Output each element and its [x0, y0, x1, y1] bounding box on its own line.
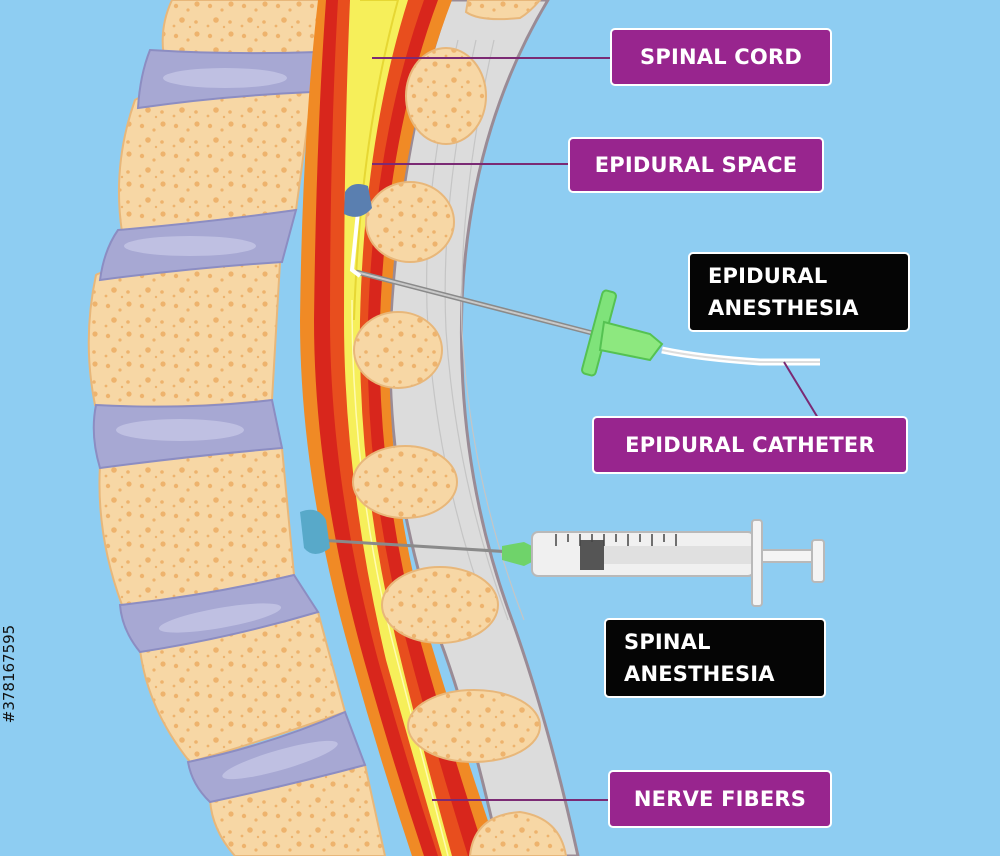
intervertebral-discs: [92, 48, 367, 804]
nerve-fibers-label: NERVE FIBERS: [608, 770, 832, 828]
spinal-cord-label: SPINAL CORD: [610, 28, 832, 86]
stock-id-watermark: #378167595: [0, 624, 19, 724]
epidural-space-label: EPIDURAL SPACE: [568, 137, 824, 193]
posterior-arches: [352, 0, 568, 856]
epidural-catheter-label: EPIDURAL CATHETER: [592, 416, 908, 474]
epidural-anesthesia-label: EPIDURAL ANESTHESIA: [688, 252, 910, 332]
spinal-anesthesia-label: SPINAL ANESTHESIA: [604, 618, 826, 698]
spinal-syringe: [300, 509, 825, 607]
epidural-needle: [344, 184, 820, 419]
spinal-cord-tissue: [344, 0, 452, 856]
leader-lines: [372, 57, 612, 801]
